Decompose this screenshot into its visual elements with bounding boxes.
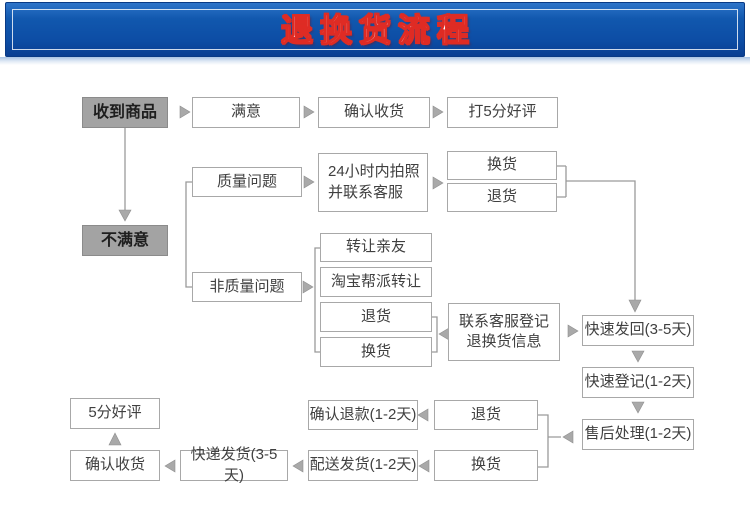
node-confirm-refund: 确认退款(1-2天): [308, 400, 418, 430]
arrow-down-icon: [118, 209, 132, 222]
node-contact-cs: 联系客服登记 退换货信息: [448, 303, 560, 361]
arrow-right-icon: [179, 105, 191, 119]
arrow-down-icon: [631, 401, 645, 414]
node-return-nonquality: 退货: [320, 302, 432, 332]
node-confirm-receipt-top: 确认收货: [318, 97, 430, 128]
node-unsatisfied: 不满意: [82, 225, 168, 256]
header-banner: 退换货流程: [5, 2, 745, 57]
arrow-left-icon: [418, 459, 430, 473]
node-fast-register: 快速登记(1-2天): [582, 367, 694, 398]
page-title: 退换货流程: [280, 11, 476, 48]
arrow-down-icon: [628, 299, 642, 313]
node-photo-24h: 24小时内拍照 并联系客服: [318, 153, 428, 212]
arrow-left-icon: [292, 459, 304, 473]
arrow-down-icon: [631, 350, 645, 363]
node-fast-return: 快速发回(3-5天): [582, 315, 694, 346]
node-exchange-quality: 换货: [447, 151, 557, 180]
node-quality-problem: 质量问题: [192, 167, 302, 197]
node-received: 收到商品: [82, 97, 168, 128]
node-transfer-friends: 转让亲友: [320, 233, 432, 262]
arrow-right-icon: [432, 105, 444, 119]
bracket-quality-outcomes: [557, 165, 567, 198]
banner-inner-frame: 退换货流程: [12, 9, 738, 50]
connector-quality-outcomes-to-fast-return: [566, 180, 636, 300]
node-delivery-ship: 配送发货(1-2天): [308, 450, 418, 481]
node-five-star-bottom: 5分好评: [70, 398, 160, 429]
node-five-star-top: 打5分好评: [447, 97, 558, 128]
arrow-right-icon: [303, 175, 315, 189]
arrow-right-icon: [567, 324, 579, 338]
node-exchange-bottom: 换货: [434, 450, 538, 481]
node-exchange-nonquality: 换货: [320, 337, 432, 367]
arrow-left-icon: [562, 430, 574, 444]
arrow-right-icon: [303, 105, 315, 119]
node-express-ship: 快递发货(3-5天): [180, 446, 288, 484]
arrow-left-icon: [417, 408, 429, 422]
arrow-right-icon: [432, 176, 444, 190]
node-return-bottom: 退货: [434, 400, 538, 430]
node-confirm-receipt-bottom: 确认收货: [70, 450, 160, 481]
node-taobao-transfer: 淘宝帮派转让: [320, 267, 432, 297]
banner-underline: [0, 57, 750, 65]
arrow-left-icon: [164, 459, 176, 473]
node-satisfied: 满意: [192, 97, 300, 128]
arrow-up-icon: [108, 432, 122, 446]
arrow-right-icon: [302, 280, 314, 294]
node-aftersale-handle: 售后处理(1-2天): [582, 419, 694, 450]
node-non-quality-problem: 非质量问题: [192, 272, 302, 302]
node-return-quality: 退货: [447, 183, 557, 212]
bracket-aftersale-outcomes: [538, 414, 561, 468]
bracket-nonquality-return-exchange: [432, 316, 438, 353]
